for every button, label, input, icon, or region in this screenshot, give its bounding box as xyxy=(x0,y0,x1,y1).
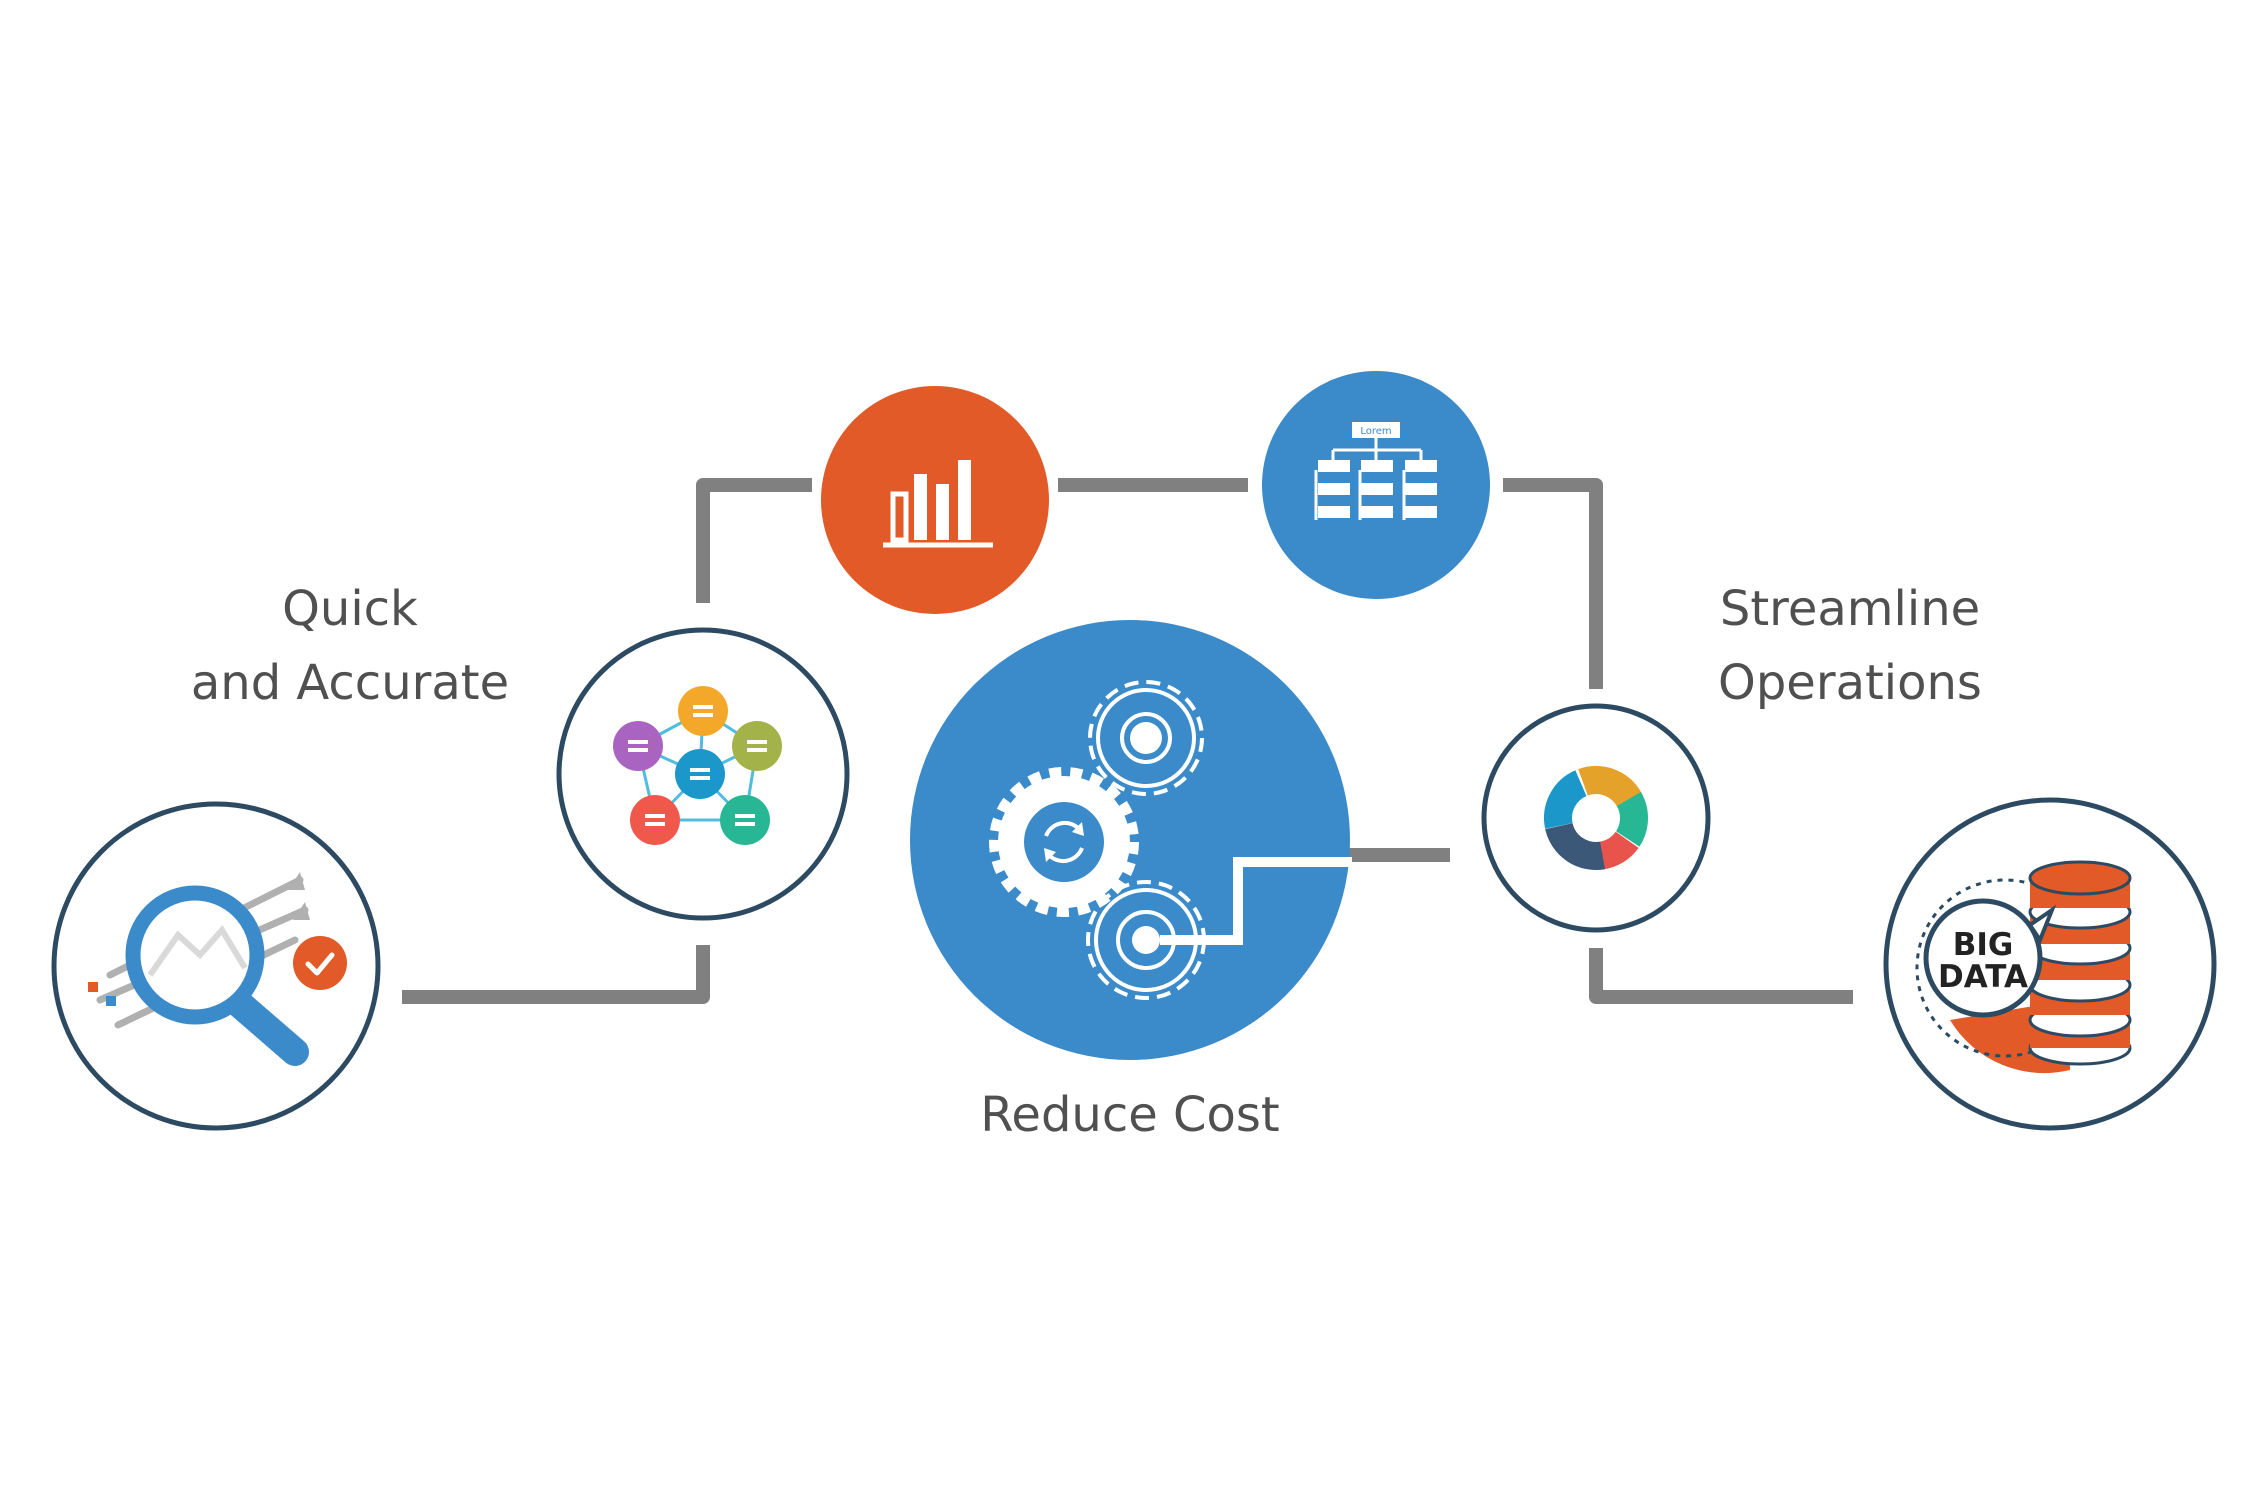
org-chart-icon: Lorem xyxy=(1262,371,1490,599)
streamline-label-line2: Operations xyxy=(1718,655,1982,711)
donut-chart-icon xyxy=(1481,703,1711,933)
streamline-label-line1: Streamline xyxy=(1719,581,1981,637)
big-data-text-line1: BIG xyxy=(1953,927,2014,963)
reduce-cost-label: Reduce Cost xyxy=(980,1087,1280,1143)
streamline-label: Streamline Operations xyxy=(1700,572,2000,720)
quick-label-line2: and Accurate xyxy=(190,655,510,711)
quick-accurate-label: Quick and Accurate xyxy=(170,572,530,720)
search-analytics-icon xyxy=(51,801,381,1131)
gears-icon xyxy=(910,620,1352,1060)
connector-search-to-network xyxy=(402,945,710,1004)
bar-chart-icon xyxy=(821,386,1049,614)
connector-lines xyxy=(402,478,1853,1004)
org-chart-title-text: Lorem xyxy=(1360,426,1391,437)
connector-donut-to-bigdata xyxy=(1589,948,1853,1004)
network-icon xyxy=(556,627,850,921)
big-data-text-line2: DATA xyxy=(1938,959,2028,995)
big-data-icon: BIG DATA xyxy=(1883,797,2217,1131)
connector-orgchart-to-donut xyxy=(1503,478,1603,689)
quick-label-line1: Quick xyxy=(282,581,418,637)
connector-network-to-barchart xyxy=(696,478,812,603)
